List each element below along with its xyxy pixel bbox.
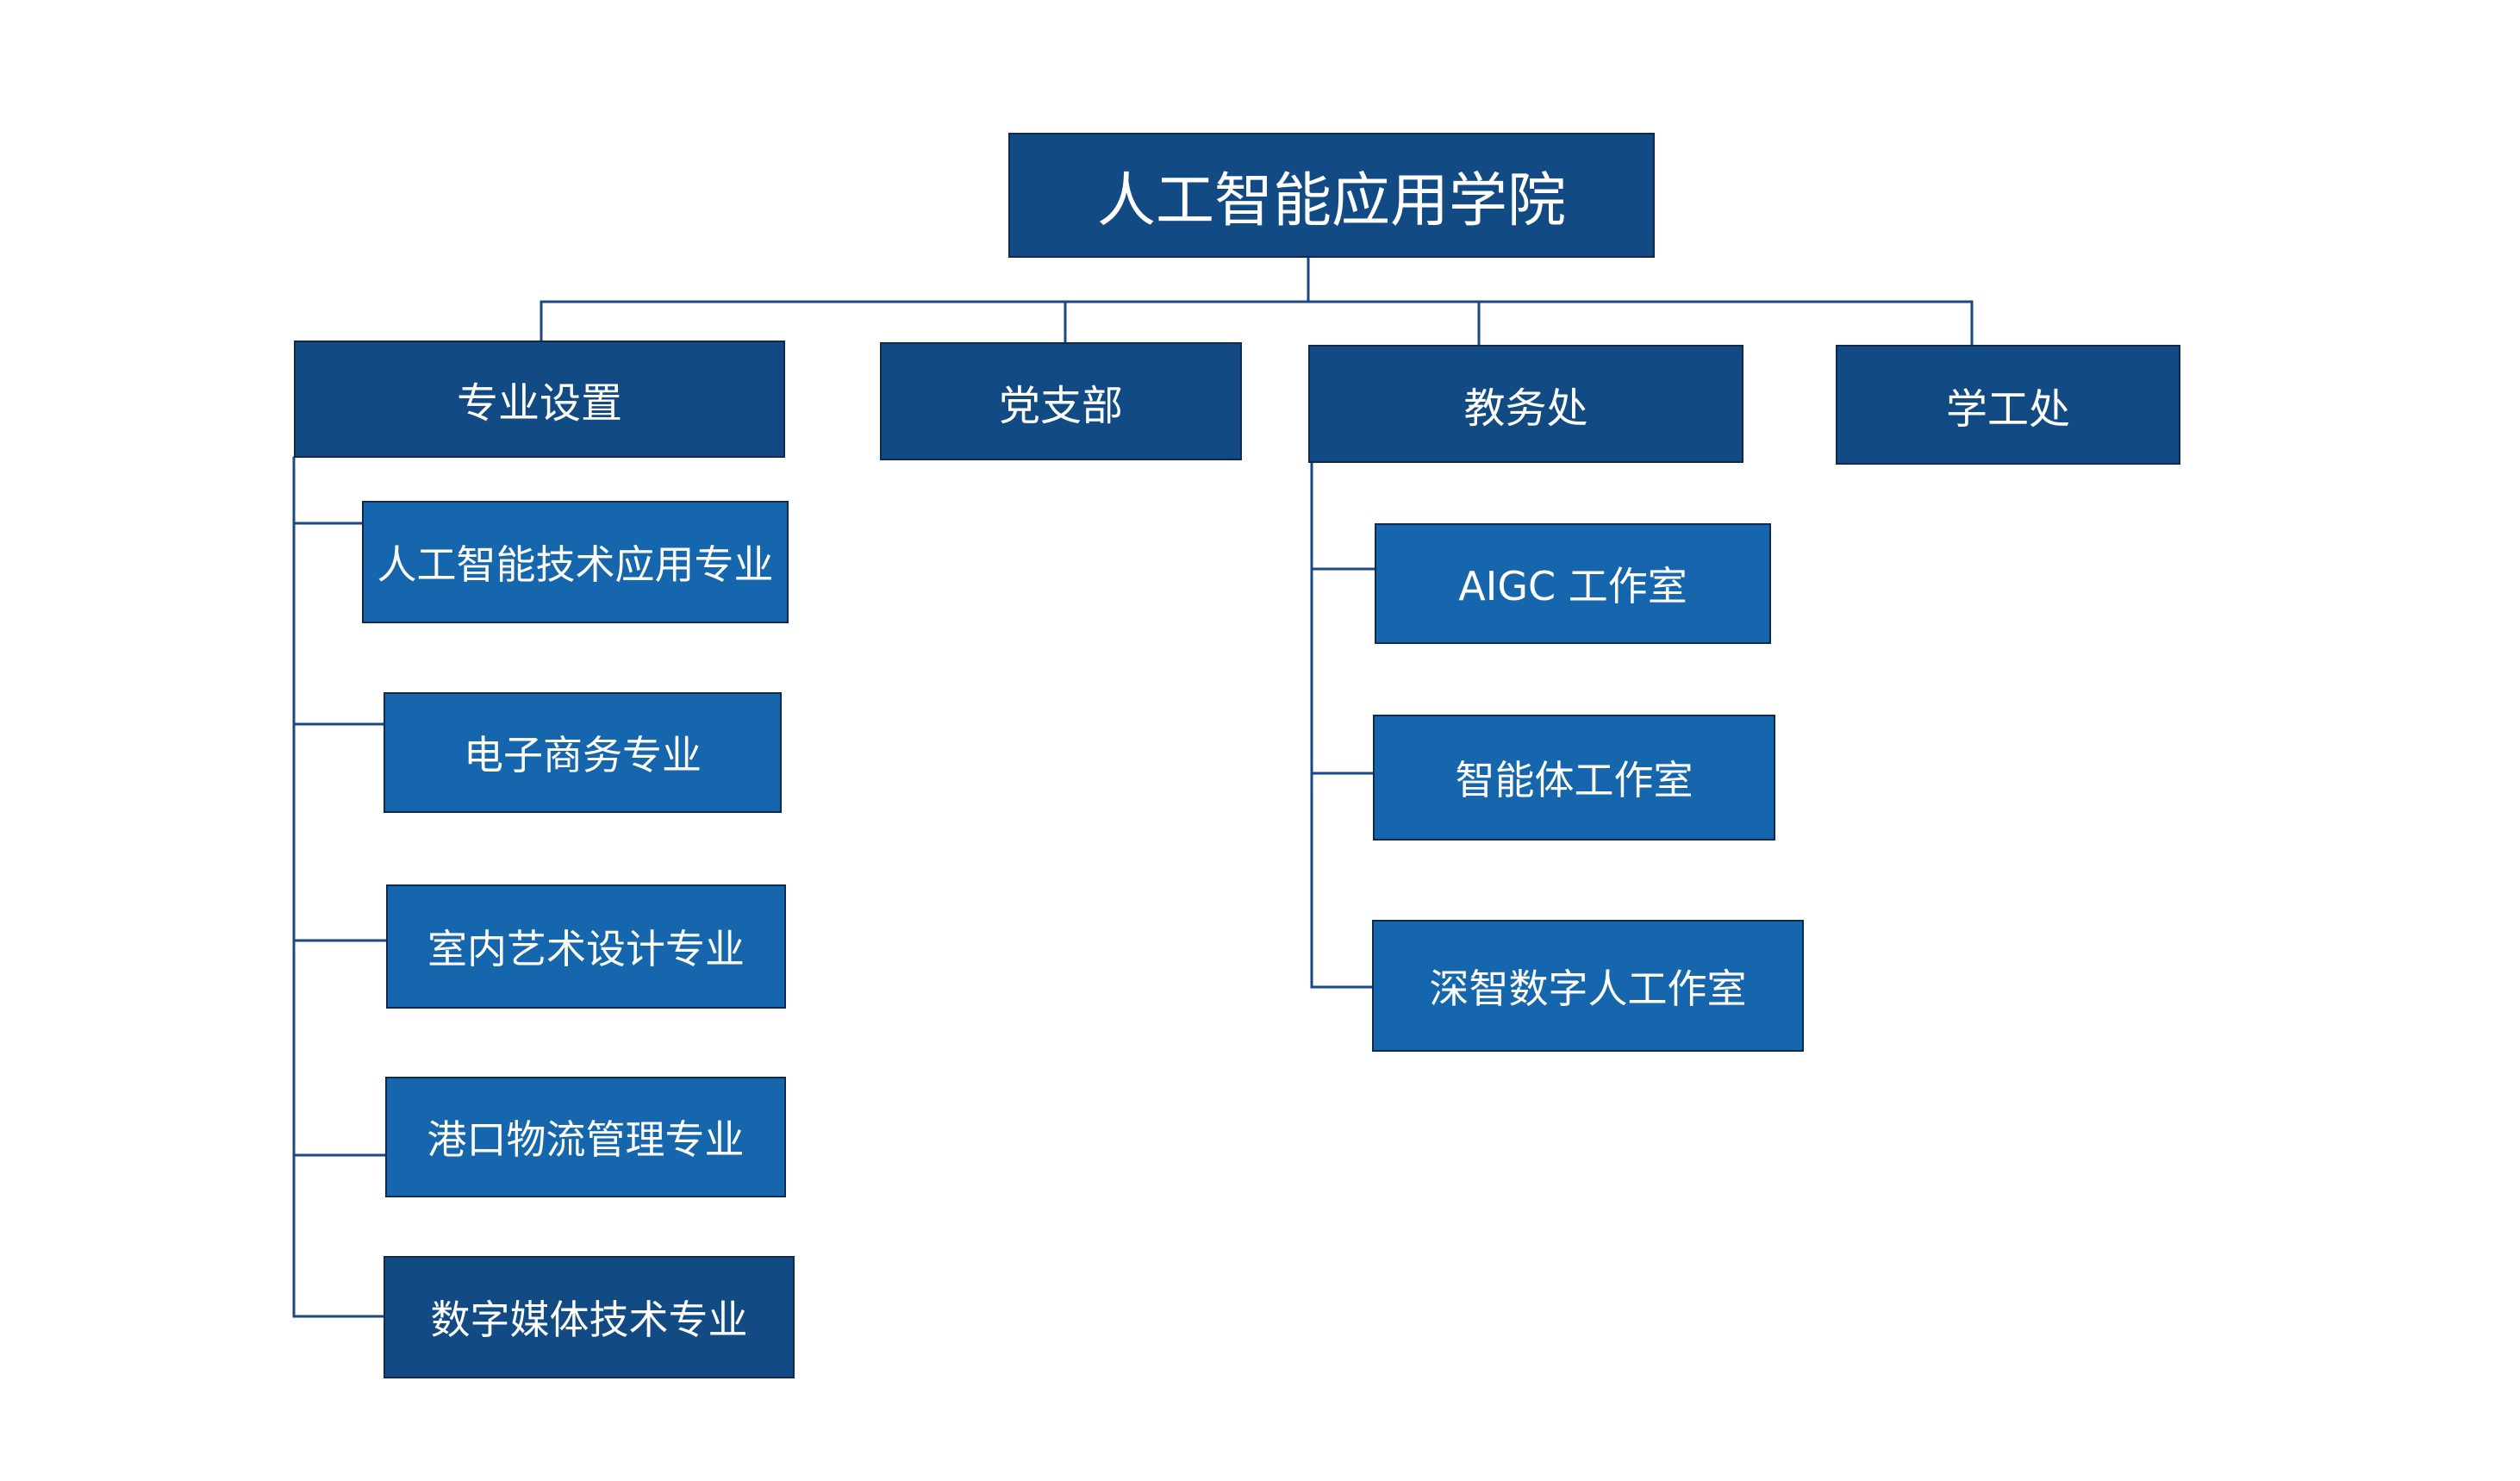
node-major-port-logistics: 港口物流管理专业 [385, 1077, 786, 1197]
node-major-digital-media: 数字媒体技术专业 [384, 1256, 795, 1378]
node-root: 人工智能应用学院 [1008, 133, 1655, 258]
node-studio-aigc: AIGC 工作室 [1375, 523, 1771, 644]
node-major-ecommerce: 电子商务专业 [384, 692, 782, 813]
node-major-ai-tech: 人工智能技术应用专业 [362, 501, 789, 623]
node-party-branch: 党支部 [880, 342, 1242, 460]
node-major-interior-design: 室内艺术设计专业 [386, 884, 786, 1009]
node-studio-agent: 智能体工作室 [1373, 715, 1775, 840]
node-major-settings: 专业设置 [294, 341, 785, 458]
node-studio-digital-human: 深智数字人工作室 [1372, 920, 1804, 1052]
node-academic-affairs: 教务处 [1308, 345, 1743, 463]
node-student-affairs: 学工处 [1836, 345, 2180, 465]
